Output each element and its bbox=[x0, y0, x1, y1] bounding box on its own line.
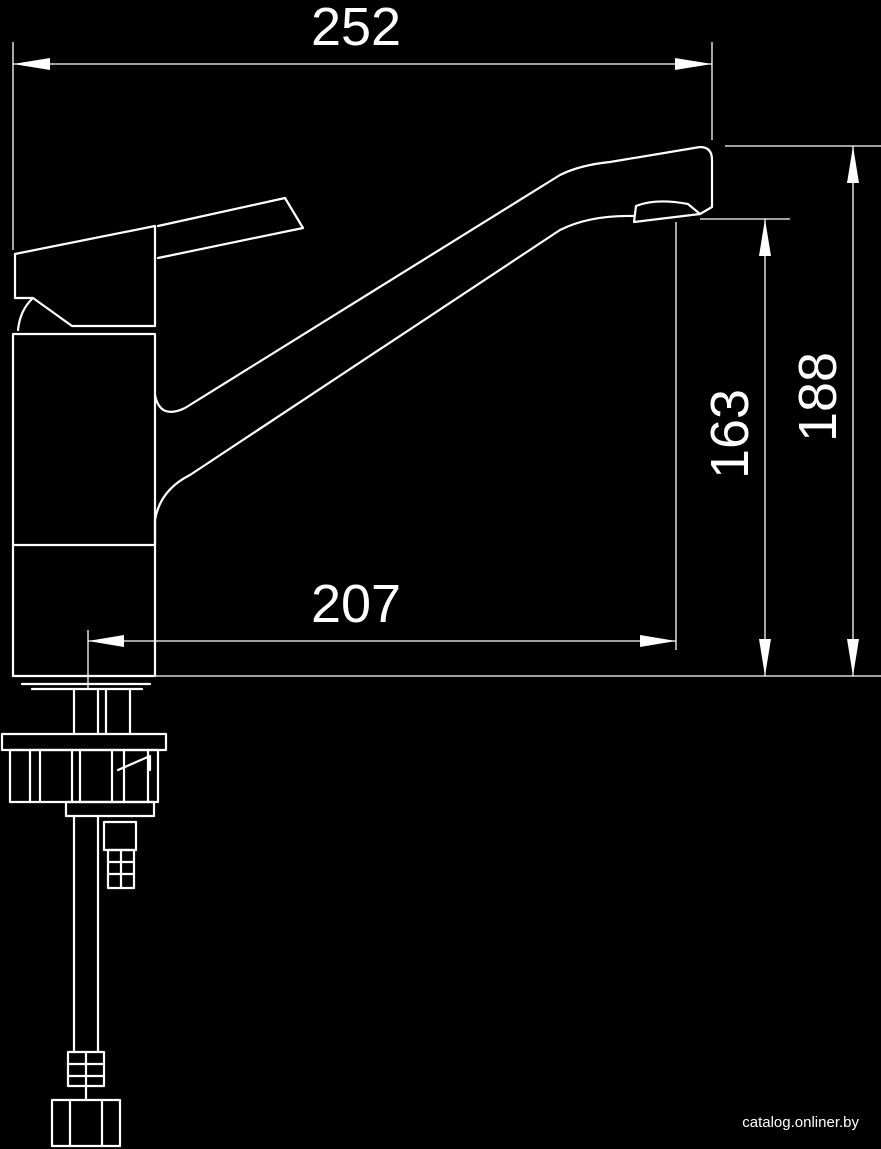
arrow-252-right bbox=[675, 58, 712, 70]
faucet-base bbox=[11, 332, 157, 678]
nut-washer bbox=[64, 800, 156, 818]
dimension-overall-width: 252 bbox=[12, 0, 713, 250]
mounting-nut-body bbox=[8, 748, 160, 804]
mounting-hardware bbox=[0, 687, 168, 818]
dimension-label-252: 252 bbox=[311, 0, 401, 57]
dimension-label-207: 207 bbox=[311, 574, 401, 634]
mounting-nut-top bbox=[0, 732, 168, 752]
arrow-207-left bbox=[88, 635, 124, 647]
handle-cartridge-curve bbox=[16, 296, 35, 332]
arrow-252-left bbox=[13, 58, 50, 70]
arrow-188-bottom bbox=[847, 639, 859, 676]
hose-nut bbox=[50, 1098, 122, 1148]
faucet-body bbox=[11, 332, 157, 691]
lever-handle bbox=[13, 196, 305, 332]
dimension-label-163: 163 bbox=[700, 389, 760, 479]
nut-thread bbox=[116, 754, 152, 772]
watermark-text: catalog.onliner.by bbox=[742, 1114, 859, 1131]
dimension-spout-reach: 207 bbox=[87, 222, 677, 690]
arrow-188-top bbox=[847, 146, 859, 183]
spout-lower-edge bbox=[153, 214, 636, 547]
handle-cap bbox=[13, 224, 157, 328]
dimension-label-188: 188 bbox=[788, 352, 848, 442]
hose-short-connector bbox=[102, 820, 138, 852]
arrow-163-bottom bbox=[759, 639, 771, 676]
arrow-207-right bbox=[640, 635, 676, 647]
dimension-spout-height: 163 bbox=[700, 218, 790, 676]
dimension-overall-height: 188 bbox=[725, 145, 881, 676]
spout-upper-edge bbox=[153, 145, 714, 413]
spout bbox=[153, 145, 714, 547]
supply-hoses bbox=[50, 814, 138, 1148]
aerator-outlet bbox=[632, 200, 702, 224]
arrow-163-top bbox=[759, 219, 771, 256]
handle-lever bbox=[156, 196, 305, 260]
